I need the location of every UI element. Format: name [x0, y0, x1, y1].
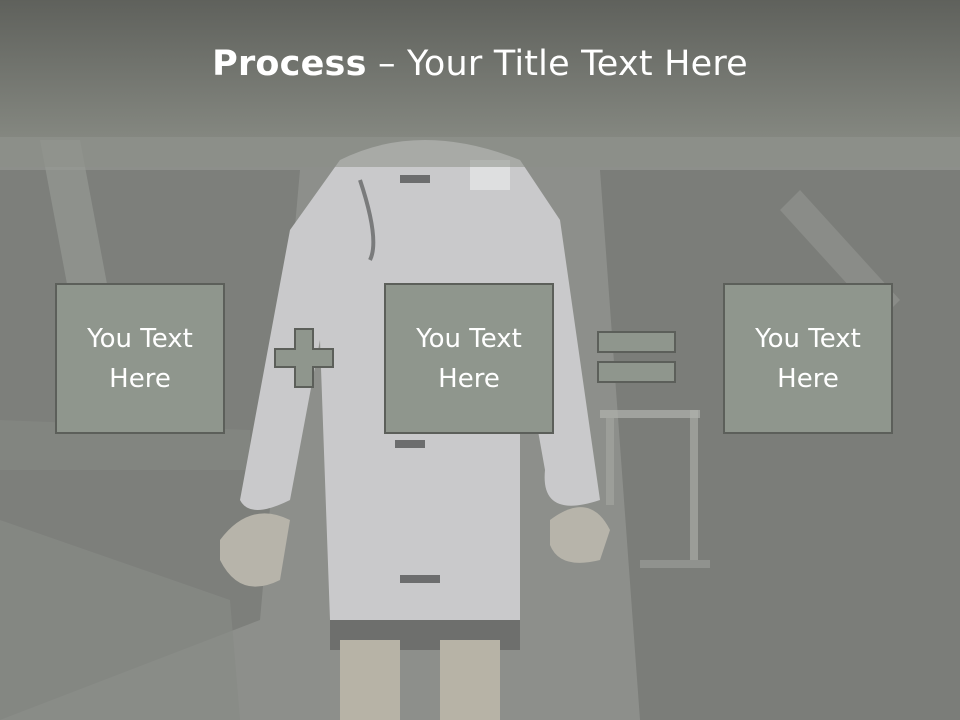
title-rest: – Your Title Text Here	[366, 43, 748, 84]
plus-icon	[274, 328, 334, 388]
title-bold: Process	[212, 43, 367, 84]
process-box-3[interactable]: You Text Here	[723, 283, 893, 434]
process-box-2-text: You Text Here	[416, 323, 522, 394]
equals-icon	[597, 331, 676, 383]
title-band	[0, 137, 960, 167]
process-box-1[interactable]: You Text Here	[55, 283, 225, 434]
process-box-3-text: You Text Here	[755, 323, 861, 394]
process-box-1-text: You Text Here	[87, 323, 193, 394]
slide-title: Process – Your Title Text Here	[212, 44, 748, 84]
title-bar: Process – Your Title Text Here	[0, 0, 960, 137]
process-box-2[interactable]: You Text Here	[384, 283, 554, 434]
